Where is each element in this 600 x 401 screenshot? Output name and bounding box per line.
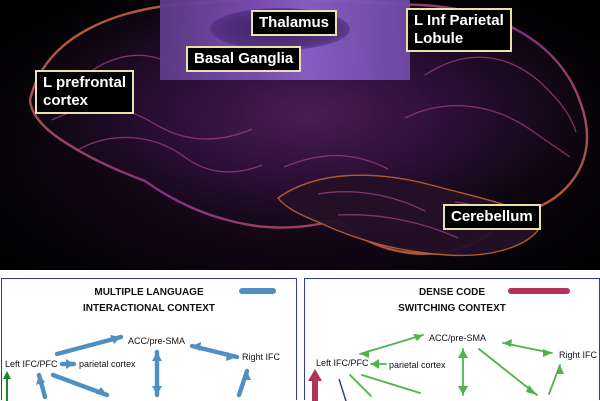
- dense-code-arrowheads: [360, 334, 564, 395]
- multiple-language-context-panel: MULTIPLE LANGUAGE INTERACTIONAL CONTEXT …: [1, 278, 297, 401]
- multiple-language-network-diagram: ACC/pre-SMA Left IFC/PFC parietal cortex…: [3, 288, 281, 401]
- multiple-language-context-title: MULTIPLE LANGUAGE INTERACTIONAL CONTEXT: [2, 285, 296, 317]
- prefrontal-cortex-label-line-2: cortex: [43, 92, 89, 109]
- right-blue-diagonal-line: [338, 378, 347, 401]
- cerebellum-label: Cerebellum: [443, 204, 541, 230]
- basal-ganglia-label: Basal Ganglia: [186, 46, 302, 72]
- dense-code-left-ifc-pfc-node-label: Left IFC/PFC: [316, 358, 369, 368]
- multiple-language-title-line-2: INTERACTIONAL CONTEXT: [82, 303, 216, 314]
- brain-image-panel: Thalamus Basal Ganglia L Inf Parietal Lo…: [0, 0, 600, 270]
- inferior-parietal-label: L Inf Parietal Lobule: [406, 8, 512, 52]
- left-vertical-arrowhead: [3, 371, 11, 379]
- dense-code-right-ifc-node-label: Right IFC: [559, 350, 598, 360]
- prefrontal-cortex-label-line-1: L prefrontal: [43, 74, 127, 91]
- dense-code-title-line-1: DENSE CODE: [418, 287, 486, 298]
- inferior-parietal-label-line-1: L Inf Parietal: [414, 12, 504, 29]
- dense-code-acc-pre-sma-node-label: ACC/pre-SMA: [429, 333, 486, 343]
- dense-code-switching-context-panel: DENSE CODE SWITCHING CONTEXT ACC/pre-SMA…: [304, 278, 600, 401]
- multiple-language-node-labels: ACC/pre-SMA Left IFC/PFC parietal cortex…: [5, 336, 281, 369]
- right-red-arrowhead: [308, 369, 322, 381]
- dense-code-context-title: DENSE CODE SWITCHING CONTEXT: [305, 285, 599, 317]
- brain-cerebellum-shape: [277, 174, 541, 257]
- multiple-language-edges: [36, 334, 250, 400]
- parietal-cortex-node-label: parietal cortex: [79, 359, 136, 369]
- dense-code-network-diagram: ACC/pre-SMA Left IFC/PFC parietal cortex…: [308, 288, 598, 401]
- multiple-language-title-line-1: MULTIPLE LANGUAGE: [94, 287, 204, 298]
- acc-pre-sma-node-label: ACC/pre-SMA: [128, 336, 185, 346]
- multiple-language-arrowheads: [36, 335, 251, 395]
- right-ifc-node-label: Right IFC: [242, 352, 281, 362]
- left-ifc-pfc-node-label: Left IFC/PFC: [5, 359, 58, 369]
- dense-code-parietal-cortex-node-label: parietal cortex: [389, 360, 446, 370]
- dense-code-title-line-2: SWITCHING CONTEXT: [398, 303, 506, 314]
- dense-code-node-labels: ACC/pre-SMA Left IFC/PFC parietal cortex…: [316, 333, 598, 370]
- thalamus-label: Thalamus: [251, 10, 338, 36]
- prefrontal-cortex-label: L prefrontal cortex: [35, 70, 135, 114]
- inferior-parietal-label-line-2: Lobule: [414, 30, 464, 47]
